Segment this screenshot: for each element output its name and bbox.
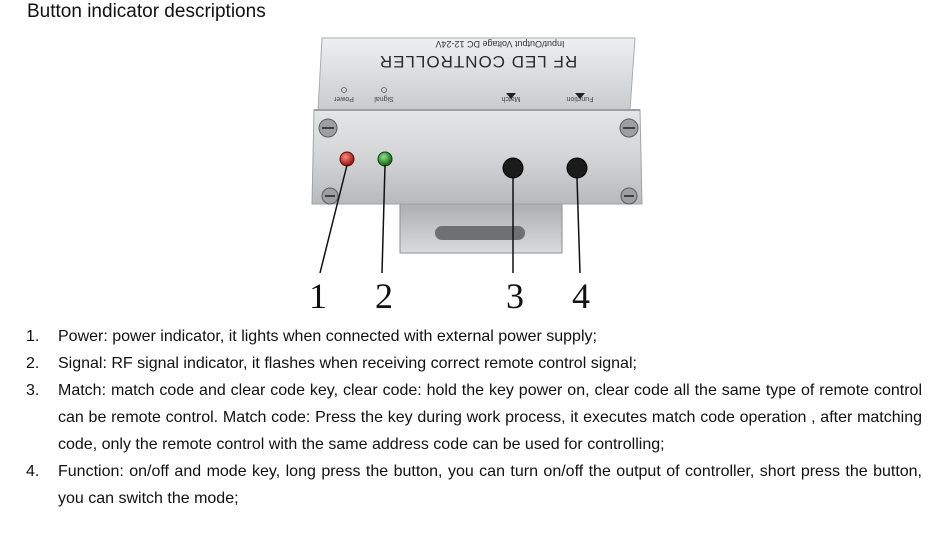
match-button — [502, 157, 524, 179]
callout-1: 1 — [309, 276, 327, 316]
signal-label: Signal — [374, 95, 394, 102]
controller-name-label: RF LED CONTROLLER — [379, 52, 577, 71]
voltage-label: Input/Output Voltage DC 12-24V — [435, 39, 564, 49]
controller-photo: Input/Output Voltage DC 12-24V RF LED CO… — [309, 37, 643, 316]
page-title: Button indicator descriptions — [27, 1, 266, 22]
callout-4: 4 — [572, 276, 590, 316]
list-item-text: Match: match code and clear code key, cl… — [58, 382, 922, 453]
callout-3: 3 — [506, 276, 524, 316]
signal-led — [377, 151, 393, 167]
list-item-text: Power: power indicator, it lights when c… — [58, 328, 597, 345]
power-label: Power — [333, 95, 354, 102]
power-led — [339, 151, 355, 167]
list-item-number: 4. — [26, 463, 40, 480]
list-item-number: 1. — [26, 328, 40, 345]
list-item-number: 3. — [26, 382, 40, 399]
list-item: 3. Match: match code and clear code key,… — [26, 377, 922, 458]
list-item: 1. Power: power indicator, it lights whe… — [26, 323, 922, 350]
list-item: 4. Function: on/off and mode key, long p… — [26, 458, 922, 512]
list-item-text: Signal: RF signal indicator, it flashes … — [58, 355, 637, 372]
function-button — [566, 157, 588, 179]
list-item: 2. Signal: RF signal indicator, it flash… — [26, 350, 922, 377]
list-item-number: 2. — [26, 355, 40, 372]
descriptions-list: 1. Power: power indicator, it lights whe… — [26, 323, 922, 512]
callout-2: 2 — [375, 276, 393, 316]
list-item-text: Function: on/off and mode key, long pres… — [58, 463, 922, 507]
